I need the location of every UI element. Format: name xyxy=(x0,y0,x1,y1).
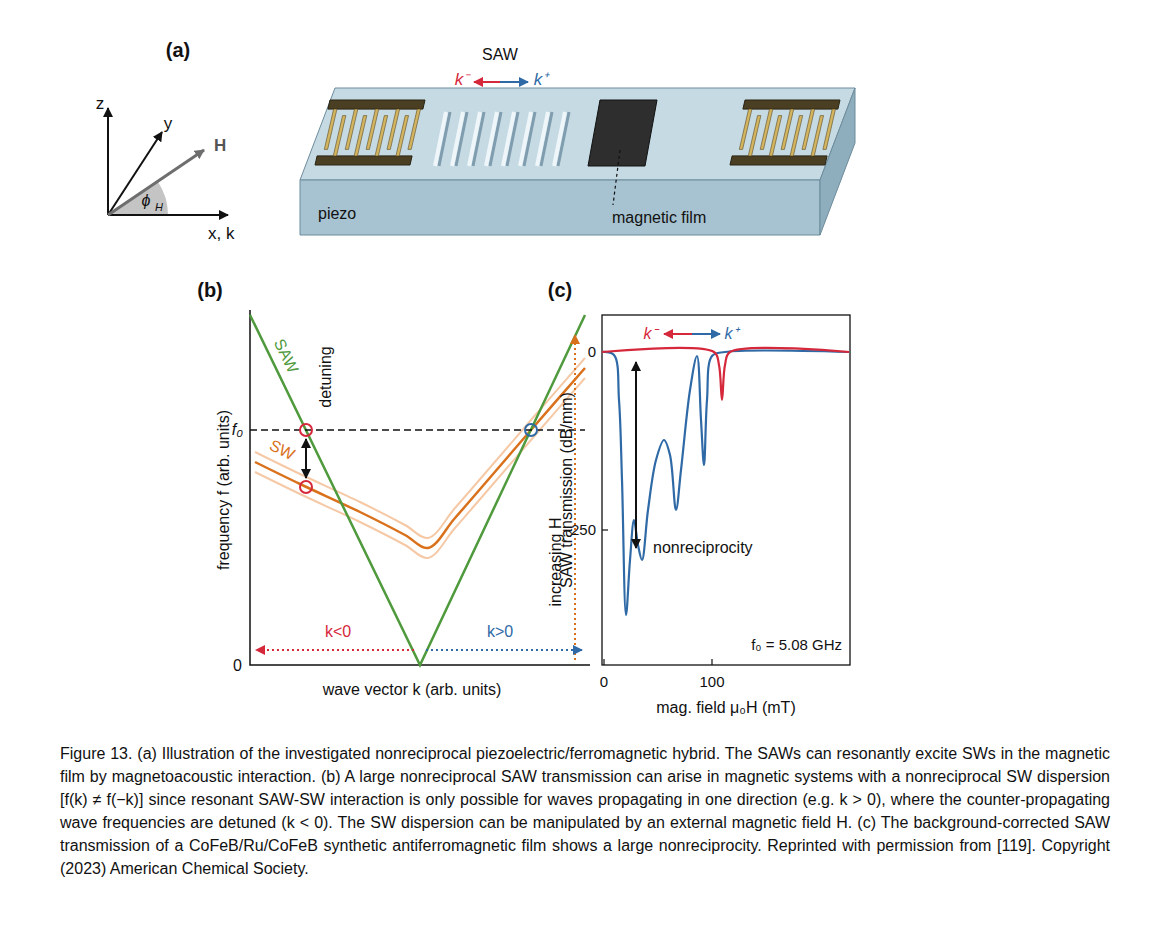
idt-finger xyxy=(760,109,773,149)
panel-label: (c) xyxy=(548,279,572,301)
wave-crest xyxy=(486,112,497,166)
x-axis xyxy=(108,214,228,216)
idt-finger xyxy=(345,109,358,149)
wavevector-name: k⁺ xyxy=(725,325,738,343)
curve-name: SAW xyxy=(270,336,302,376)
transmission-plot xyxy=(602,315,850,665)
sw-dispersion-shifted xyxy=(255,378,585,558)
magnetic-film xyxy=(588,100,657,166)
panel-label: (a) xyxy=(166,39,190,61)
tick xyxy=(603,659,604,665)
sw-dispersion xyxy=(255,368,585,548)
bus-bar xyxy=(730,156,827,165)
idt-finger xyxy=(396,116,409,156)
bus-bar xyxy=(328,100,425,109)
angle-name: ϕ xyxy=(142,192,151,210)
part-name: magnetic film xyxy=(612,209,706,227)
substrate-front xyxy=(300,180,820,235)
tick-label: 0 xyxy=(233,657,242,675)
axis-title: frequency f (arb. units) xyxy=(215,410,233,570)
tick xyxy=(711,659,712,665)
angle-subscript: H xyxy=(155,201,163,213)
nonreciprocity-arrow xyxy=(635,362,637,548)
wave-crest xyxy=(452,112,463,166)
transmission-curve xyxy=(602,348,849,400)
idt-finger xyxy=(408,109,421,149)
direction-arrow xyxy=(500,81,528,83)
idt-finger xyxy=(333,116,346,156)
plot-frame xyxy=(602,315,850,665)
plot-axes xyxy=(250,310,590,665)
wave-crest xyxy=(520,112,531,166)
direction-label: k<0 xyxy=(325,623,351,641)
surface-acoustic-wave xyxy=(435,112,569,166)
idt-finger xyxy=(781,109,794,149)
leader-line xyxy=(613,150,620,205)
wavevector-name: k⁻ xyxy=(644,325,657,343)
panel-label: (b) xyxy=(197,279,223,301)
transmission-curve xyxy=(602,351,849,615)
idt-finger xyxy=(324,109,337,149)
wave-crest xyxy=(469,112,480,166)
axis-name: y xyxy=(164,115,173,134)
field-arrow xyxy=(108,150,204,215)
tick xyxy=(602,529,608,530)
wavevector-name: k⁺ xyxy=(534,71,549,90)
tick-label: 0 xyxy=(588,344,596,361)
axis-title: mag. field μ₀H (mT) xyxy=(656,699,795,717)
axes-triad xyxy=(108,108,228,215)
wave-crest xyxy=(554,112,565,166)
wave-name: SAW xyxy=(482,46,518,64)
idt-finger xyxy=(739,109,752,149)
axis-name: x, k xyxy=(208,225,234,244)
direction-label: k>0 xyxy=(487,623,513,641)
direction-arrow xyxy=(256,649,414,651)
tick-label: 100 xyxy=(699,674,724,691)
annotation: f₀ = 5.08 GHz xyxy=(751,637,842,654)
wavevector-name: k⁻ xyxy=(455,71,470,90)
crossing-marker xyxy=(300,424,312,436)
detuning-arrow xyxy=(305,439,307,478)
bus-bar xyxy=(743,100,840,109)
annotation: detuning xyxy=(317,346,335,407)
substrate-top xyxy=(300,88,855,180)
idt-finger xyxy=(354,116,367,156)
tick-label: 0 xyxy=(600,674,608,691)
dispersion-plot xyxy=(250,310,590,665)
figure-caption: Figure 13. (a) Illustration of the inves… xyxy=(60,742,1110,880)
field-name: H xyxy=(214,137,226,156)
bus-bar xyxy=(315,156,412,165)
idt-finger xyxy=(811,116,824,156)
axis-title: SAW transmission (dB/mm) xyxy=(558,392,576,588)
direction-arrow xyxy=(664,333,692,335)
idt-finger xyxy=(823,109,836,149)
saw-dispersion xyxy=(250,315,585,665)
z-axis xyxy=(107,108,109,215)
interdigital-transducer xyxy=(315,100,425,165)
y-axis xyxy=(108,132,162,215)
direction-arrow xyxy=(426,649,582,651)
crossing-marker xyxy=(525,424,537,436)
material-name: piezo xyxy=(318,205,356,223)
idt-finger xyxy=(375,116,388,156)
interdigital-transducer xyxy=(730,100,840,165)
tick-label: f₀ xyxy=(232,421,243,439)
idt-finger xyxy=(748,116,761,156)
idt-finger xyxy=(769,116,782,156)
sw-dispersion-shifted xyxy=(255,358,585,538)
idt-finger xyxy=(790,116,803,156)
axis-name: z xyxy=(96,95,105,114)
wave-crest xyxy=(435,112,446,166)
idt-finger xyxy=(366,109,379,149)
direction-arrow xyxy=(692,333,720,335)
crossing-marker xyxy=(300,481,312,493)
idt-finger xyxy=(387,109,400,149)
direction-arrow xyxy=(474,81,500,83)
axis-title: wave vector k (arb. units) xyxy=(323,681,502,699)
annotation: nonreciprocity xyxy=(651,539,755,557)
idt-finger xyxy=(802,109,815,149)
wave-crest xyxy=(503,112,514,166)
wave-crest xyxy=(537,112,548,166)
device xyxy=(300,82,855,235)
